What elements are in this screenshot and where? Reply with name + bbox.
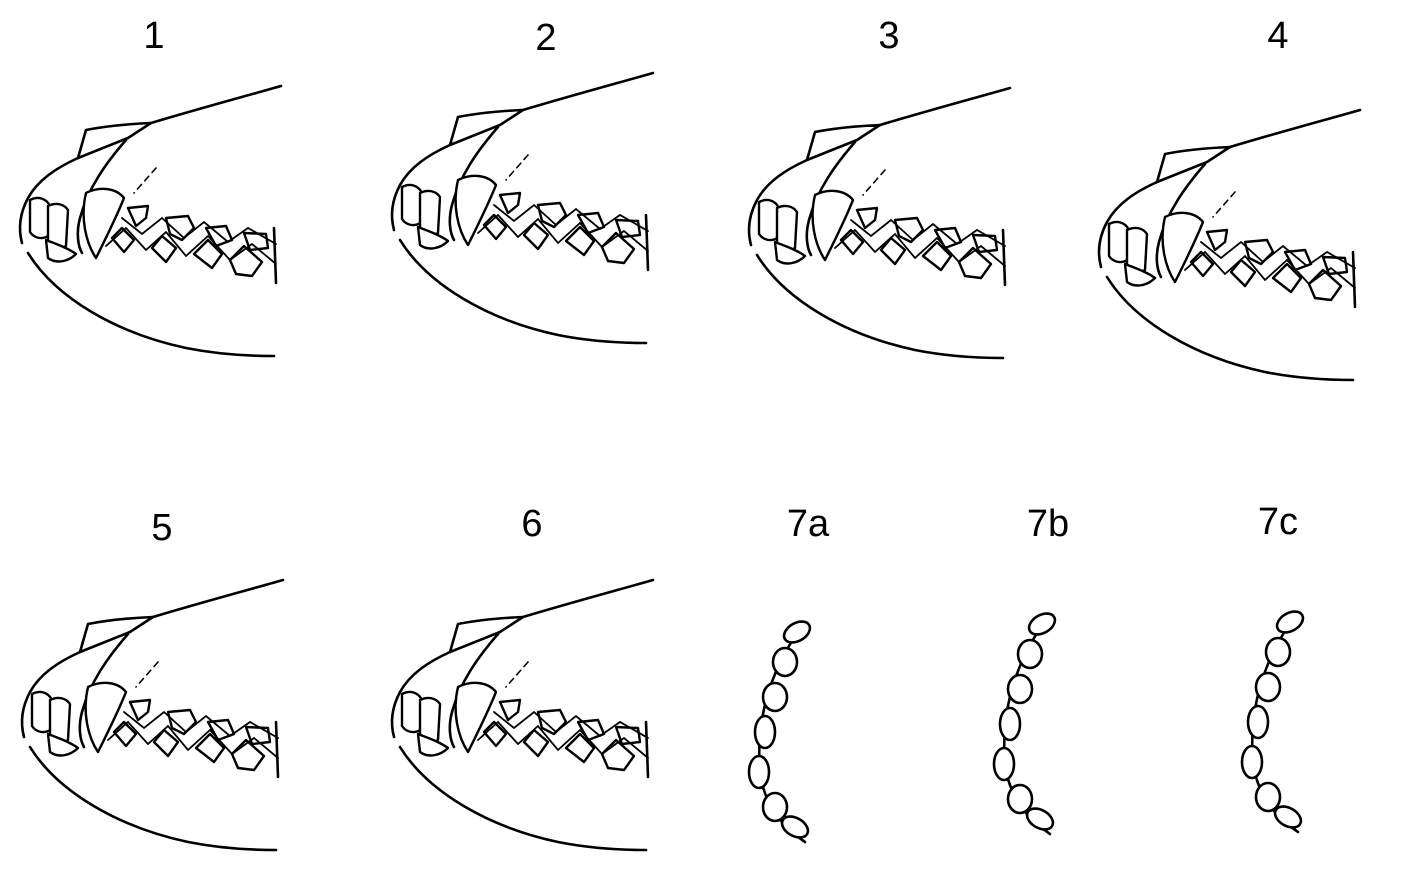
jaw-drawing-3 bbox=[747, 86, 1012, 360]
jaw-drawing-5 bbox=[20, 578, 285, 852]
arcade-chain-7c bbox=[1240, 605, 1308, 834]
jaw-drawing-4 bbox=[1097, 108, 1362, 382]
arcade-chain-7a bbox=[747, 615, 815, 844]
panel-label-6: 6 bbox=[521, 503, 542, 545]
panel-label-7c: 7c bbox=[1258, 501, 1298, 543]
panel-label-4: 4 bbox=[1267, 15, 1288, 57]
jaw-drawing-1 bbox=[18, 84, 283, 358]
panel-label-7a: 7a bbox=[787, 503, 830, 545]
panel-label-3: 3 bbox=[878, 15, 899, 57]
panel-label-7b: 7b bbox=[1027, 503, 1069, 545]
panel-label-5: 5 bbox=[151, 507, 172, 549]
arcade-chain-7b bbox=[992, 607, 1060, 836]
panel-label-1: 1 bbox=[143, 15, 164, 57]
jaw-drawing-2 bbox=[390, 71, 655, 345]
panel-label-2: 2 bbox=[535, 17, 556, 59]
jaw-drawing-6 bbox=[390, 578, 655, 852]
